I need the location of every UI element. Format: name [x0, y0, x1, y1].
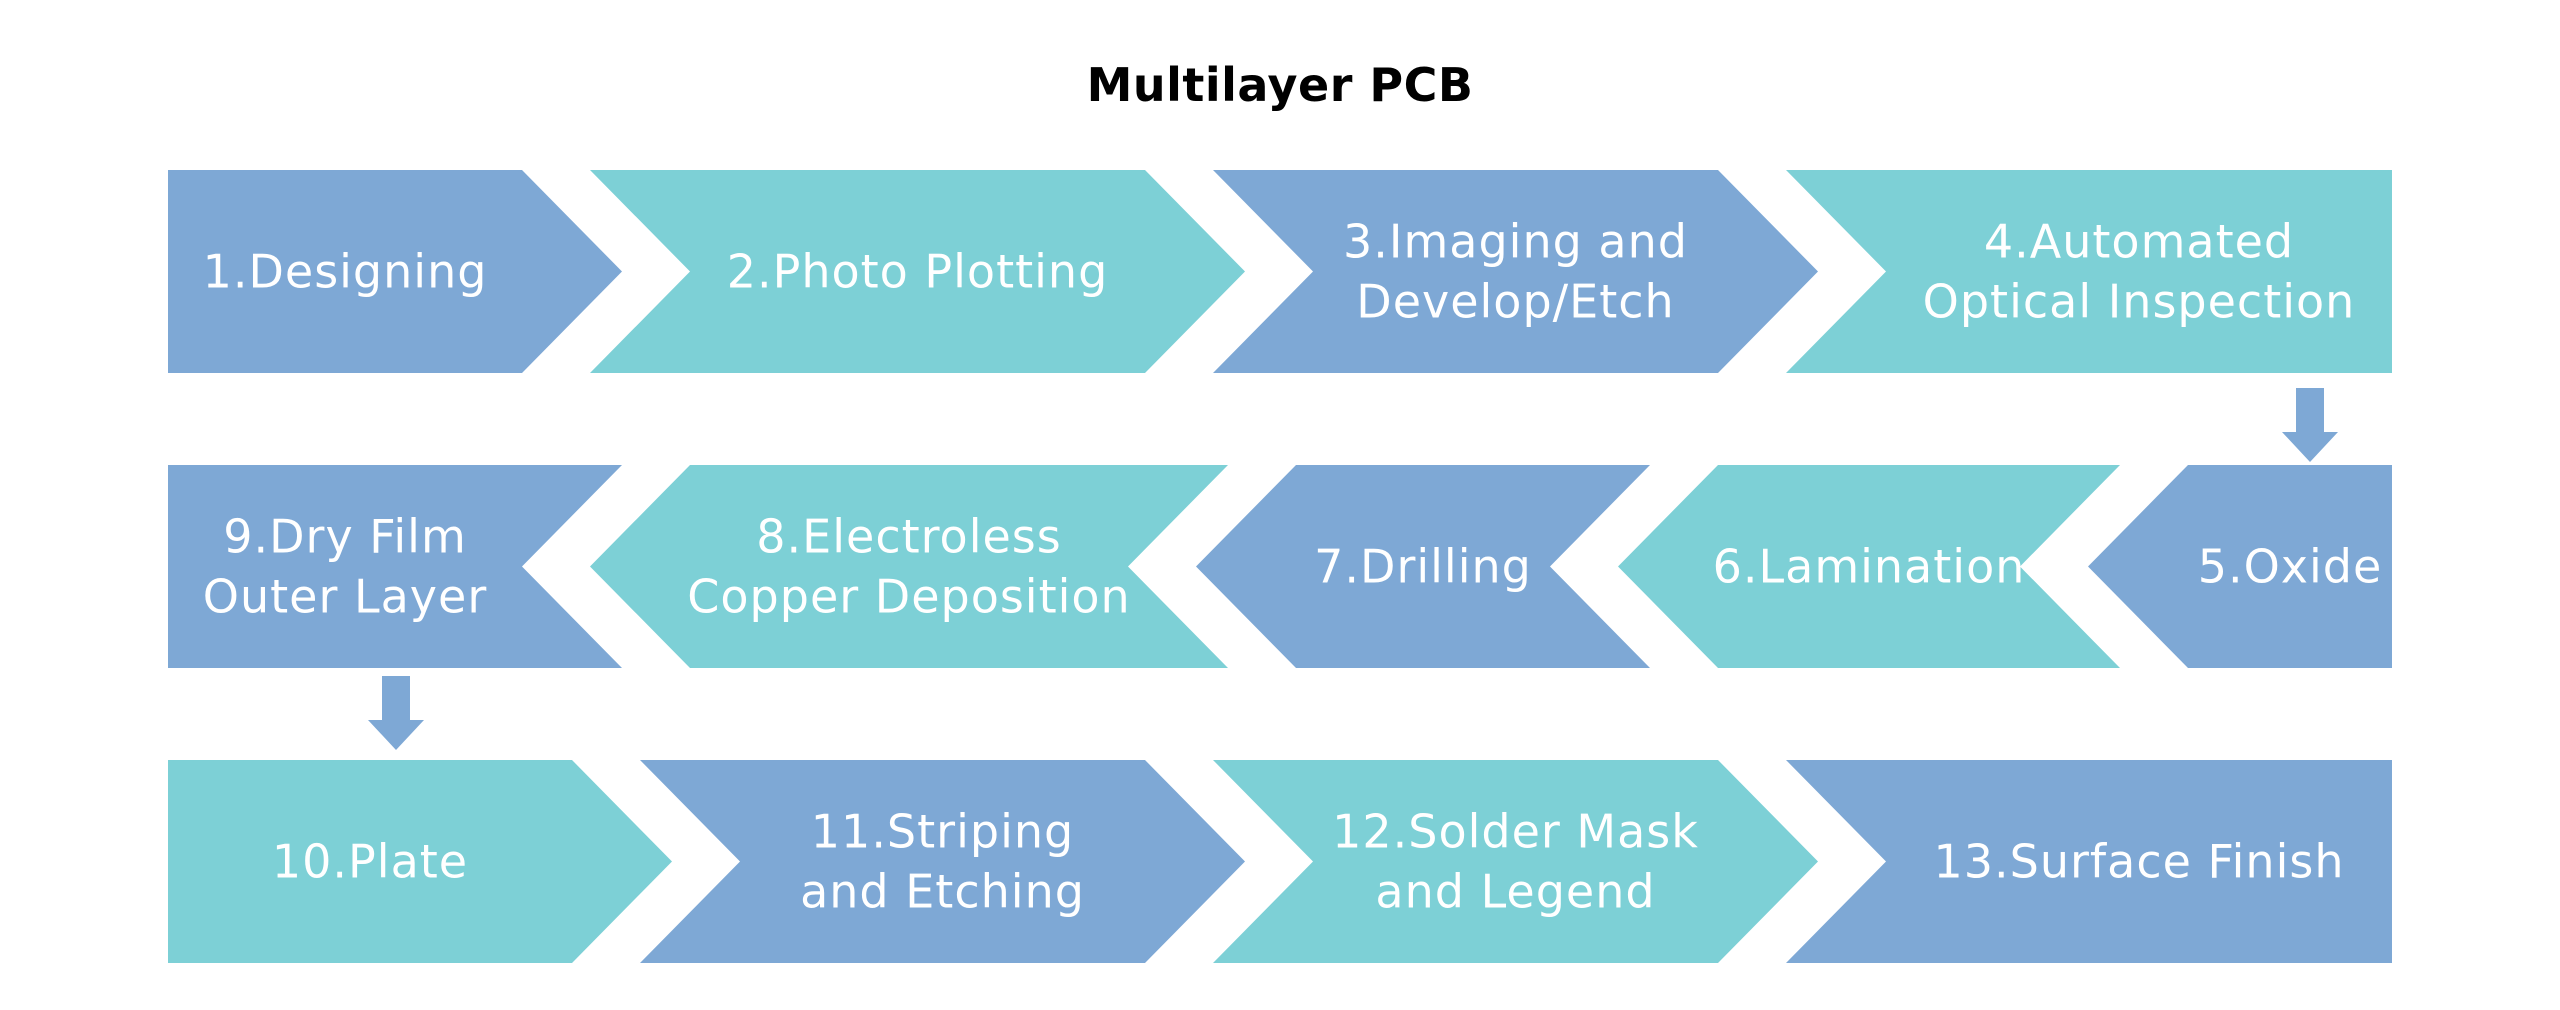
step-13-label: 13.Surface Finish	[1934, 835, 2345, 889]
step-13-chevron: 13.Surface Finish	[1786, 760, 2392, 963]
step-2-chevron: 2.Photo Plotting	[590, 170, 1245, 373]
step-10-label: 10.Plate	[272, 835, 468, 889]
step-5-chevron: 5.Oxide	[2088, 465, 2392, 668]
step-11-shape	[640, 760, 1245, 963]
step-7-chevron: 7.Drilling	[1196, 465, 1650, 668]
step-6-shape	[1618, 465, 2120, 668]
step-7-label: 7.Drilling	[1314, 540, 1532, 594]
diagram-title: Multilayer PCB	[1086, 58, 1474, 112]
step-3-shape	[1213, 170, 1818, 373]
step-9-shape	[168, 465, 622, 668]
down-arrow-icon	[2282, 388, 2338, 462]
step-6-label: 6.Lamination	[1713, 540, 2026, 594]
step-5-label: 5.Oxide	[2198, 540, 2383, 594]
step-1-label: 1.Designing	[203, 245, 488, 299]
step-6-chevron: 6.Lamination	[1618, 465, 2120, 668]
step-13-shape	[1786, 760, 2392, 963]
step-10-shape	[168, 760, 672, 963]
step-2-label: 2.Photo Plotting	[727, 245, 1109, 299]
step-1-shape	[168, 170, 622, 373]
down-arrow-icon	[368, 676, 424, 750]
step-1-chevron: 1.Designing	[168, 170, 622, 373]
step-8-shape	[590, 465, 1228, 668]
step-10-chevron: 10.Plate	[168, 760, 672, 963]
step-7-shape	[1196, 465, 1650, 668]
step-2-shape	[590, 170, 1245, 373]
step-4-shape	[1786, 170, 2392, 373]
step-5-shape	[2088, 465, 2392, 668]
step-12-shape	[1213, 760, 1818, 963]
